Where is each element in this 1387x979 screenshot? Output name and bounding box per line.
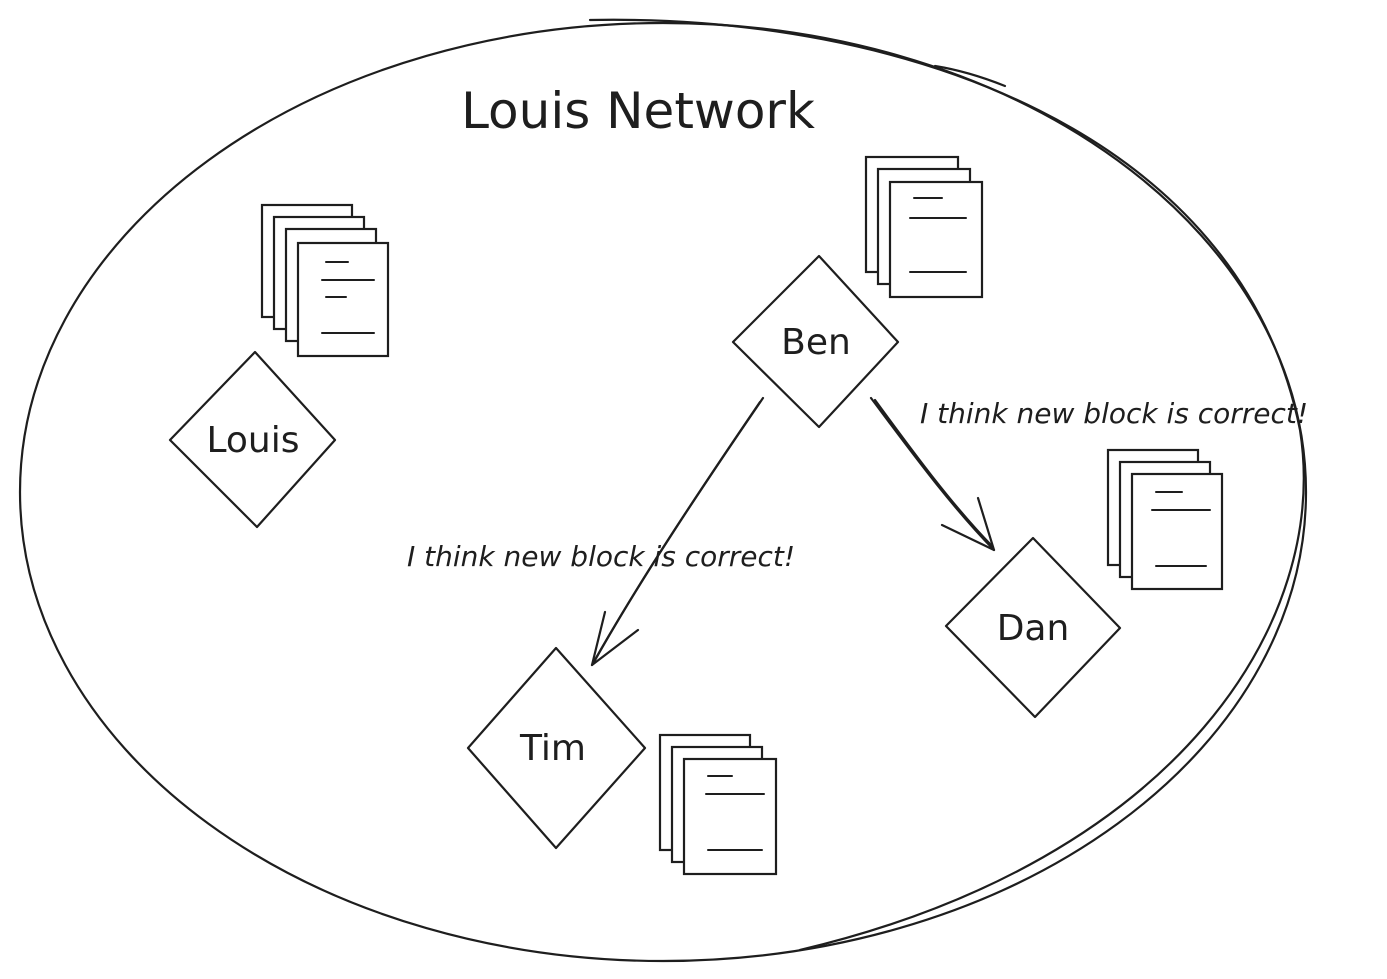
node-louis: Louis — [168, 350, 337, 529]
edge-ben-to-dan-arrow — [869, 396, 996, 552]
node-ben: Ben — [731, 254, 900, 429]
ben-document-stack-icon — [864, 155, 984, 299]
node-tim: Tim — [466, 646, 647, 850]
node-dan-label: Dan — [997, 608, 1070, 649]
tim-document-stack-icon — [658, 733, 778, 876]
node-tim-label: Tim — [519, 728, 586, 769]
node-ben-label: Ben — [781, 322, 851, 363]
node-dan: Dan — [944, 536, 1122, 719]
dan-document-stack-icon — [1106, 448, 1224, 591]
louis-document-stack-icon — [260, 203, 390, 358]
node-louis-label: Louis — [206, 420, 299, 461]
diagram-title: Louis Network — [461, 82, 815, 140]
edge-label-ben-tim: I think new block is correct! — [407, 540, 795, 573]
edge-ben-to-tim-arrow — [590, 396, 765, 667]
edge-label-ben-dan: I think new block is correct! — [920, 397, 1308, 430]
network-boundary — [18, 18, 1308, 963]
